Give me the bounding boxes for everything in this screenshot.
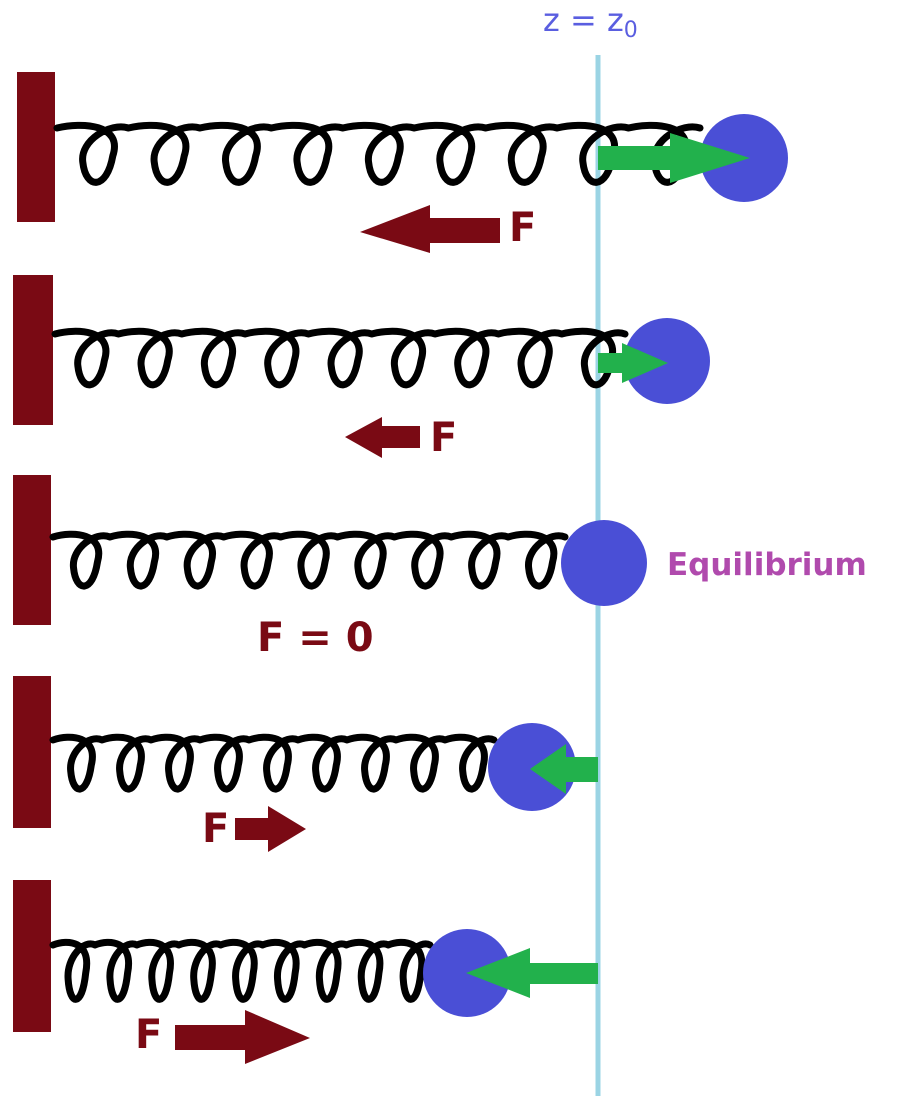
force-arrow-4	[235, 806, 306, 852]
force-label-3: F = 0	[257, 615, 374, 661]
reference-label-main: z = z	[543, 1, 624, 39]
spring-2	[51, 327, 629, 389]
force-arrow-1	[360, 205, 500, 253]
wall-3	[13, 475, 51, 625]
force-label-2: F	[430, 415, 458, 461]
spring-1	[53, 121, 704, 186]
displacement-arrow-2	[598, 343, 668, 383]
spring-3	[49, 530, 569, 590]
wall-5	[13, 880, 51, 1032]
displacement-arrow-5	[466, 948, 598, 998]
wall-4	[13, 676, 51, 828]
spring-5	[49, 938, 434, 1003]
mass-4	[488, 723, 576, 811]
mass-2	[624, 318, 710, 404]
force-label-4: F	[202, 806, 230, 852]
reference-line-label: z = z0	[543, 2, 638, 49]
mass-3	[561, 520, 647, 606]
force-label-1: F	[509, 205, 537, 251]
wall-1	[17, 72, 55, 222]
reference-label-subscript: 0	[623, 18, 638, 43]
wall-2	[13, 275, 53, 425]
force-arrow-2	[345, 417, 420, 458]
force-label-5: F	[135, 1012, 163, 1058]
force-arrow-5	[175, 1010, 310, 1064]
equilibrium-label: Equilibrium	[667, 547, 867, 583]
displacement-arrow-1	[598, 133, 750, 183]
spring-4	[49, 733, 498, 793]
displacement-arrow-4	[530, 744, 598, 794]
